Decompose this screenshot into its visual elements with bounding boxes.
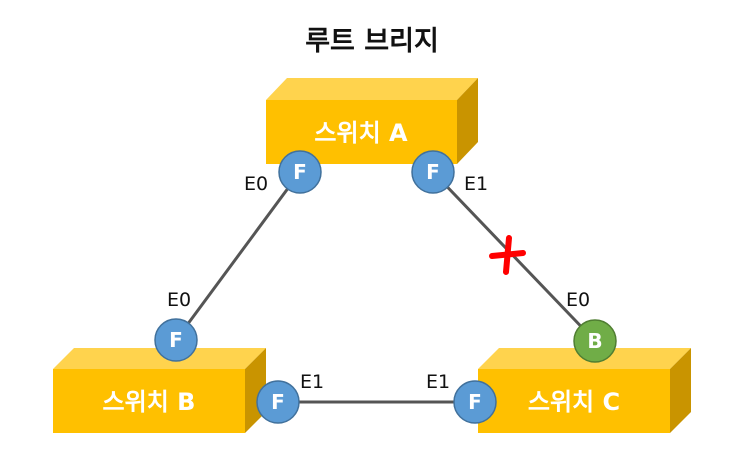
port-a-e1: F — [411, 150, 455, 194]
port-c-e1: F — [453, 380, 497, 424]
switch-a-side — [457, 78, 478, 164]
iface-label-b-e0: E0 — [167, 289, 191, 311]
iface-label-c-e0: E0 — [566, 289, 590, 311]
switch-c: 스위치 C — [478, 348, 691, 433]
switch-c-side — [670, 348, 691, 433]
port-a-e1-circle — [411, 150, 455, 194]
iface-label-a-e1: E1 — [464, 173, 488, 195]
link-a-b — [174, 171, 302, 341]
switch-b-top — [53, 348, 266, 369]
port-b-e0-letter: F — [169, 328, 183, 352]
switch-c-front — [478, 369, 670, 433]
switch-b-front — [53, 369, 245, 433]
iface-label-c-e1: E1 — [426, 371, 450, 393]
port-c-e1-letter: F — [468, 390, 482, 414]
port-a-e0: F — [278, 150, 322, 194]
port-b-e1: F — [256, 380, 300, 424]
port-b-e1-letter: F — [271, 390, 285, 414]
port-c-e1-circle — [453, 380, 497, 424]
port-c-e0-circle — [573, 319, 617, 363]
port-b-e0: F — [154, 318, 198, 362]
iface-label-b-e1: E1 — [300, 371, 324, 393]
port-c-e0: B — [573, 319, 617, 363]
port-c-e0-letter: B — [587, 329, 602, 353]
switch-c-label: 스위치 C — [528, 388, 620, 416]
switch-a-label: 스위치 A — [314, 119, 408, 147]
diagram-title: 루트 브리지 — [305, 26, 439, 57]
blocked-link-mark — [489, 235, 526, 275]
port-a-e1-letter: F — [426, 160, 440, 184]
switch-b-label: 스위치 B — [103, 388, 196, 416]
port-a-e0-letter: F — [293, 160, 307, 184]
port-a-e0-circle — [278, 150, 322, 194]
port-b-e1-circle — [256, 380, 300, 424]
port-b-e0-circle — [154, 318, 198, 362]
blocked-mark-horizontal — [489, 250, 526, 259]
switch-a-top — [266, 78, 478, 100]
switch-b: 스위치 B — [53, 348, 266, 433]
iface-label-a-e0: E0 — [244, 173, 268, 195]
